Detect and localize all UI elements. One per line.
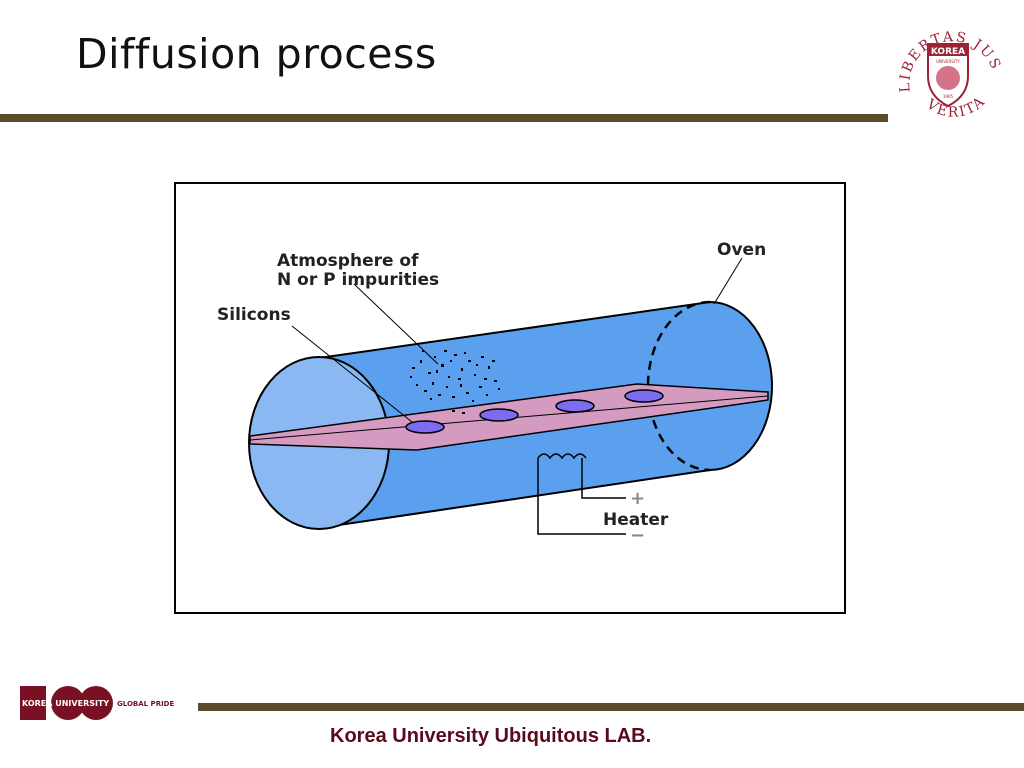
heater-wire-negative: [537, 458, 626, 535]
silicon-wafer: [479, 408, 519, 422]
impurity-particles: [410, 350, 500, 414]
label-minus: −: [630, 525, 645, 546]
oven-far-end: [646, 300, 711, 472]
label-atmosphere-line1: Atmosphere of: [277, 251, 419, 271]
label-oven: Oven: [717, 240, 766, 260]
seal-shield-text: KOREA: [931, 47, 965, 57]
centennial-logo: 100 KOREA UNIVERSITY GLOBAL PRIDE: [20, 686, 174, 720]
leader-silicons: [291, 325, 413, 423]
centennial-number: 100: [21, 688, 31, 694]
seal-shield-subtext: UNIVERSITY: [936, 59, 960, 64]
label-plus: +: [630, 488, 645, 509]
seal-year: 1905: [943, 94, 954, 99]
title-divider: [0, 114, 888, 122]
diffusion-oven-diagram: Atmosphere of N or P impurities Silicons…: [217, 240, 773, 546]
label-heater: Heater: [603, 510, 669, 530]
footer-lab-name: Korea University Ubiquitous LAB.: [330, 725, 652, 747]
centennial-tagline: GLOBAL PRIDE: [117, 700, 174, 708]
heater-coil: [537, 453, 587, 460]
leader-oven: [713, 257, 743, 305]
heater-wire-positive: [581, 458, 626, 499]
label-atmosphere-line2: N or P impurities: [277, 270, 439, 290]
slide-title: Diffusion process: [76, 30, 437, 78]
diagram-frame: Atmosphere of N or P impurities Silicons…: [174, 182, 846, 614]
silicon-wafer: [405, 420, 445, 434]
footer-divider: [198, 703, 1024, 711]
silicon-wafer: [555, 399, 595, 413]
silicon-wafer: [624, 389, 664, 403]
leader-atmosphere: [353, 283, 439, 365]
centennial-org: KOREA UNIVERSITY: [22, 699, 109, 708]
university-seal-logo: LIBERTAS JUSTITIA VERITAS KOREA UNIVERSI…: [888, 14, 1002, 121]
label-silicons: Silicons: [217, 305, 291, 325]
